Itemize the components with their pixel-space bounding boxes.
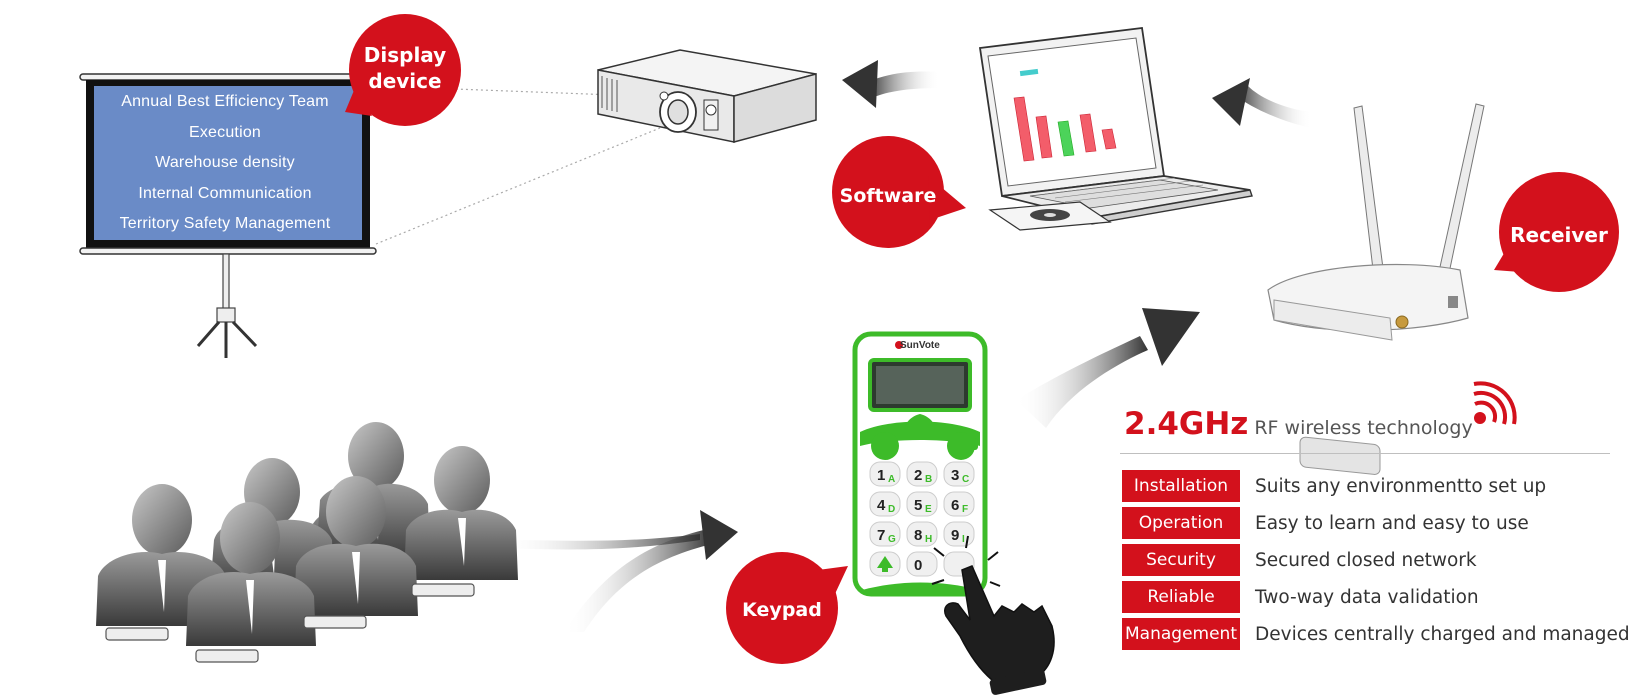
svg-text:B: B	[925, 474, 932, 485]
receiver-label: Receiver	[1500, 222, 1618, 248]
feature-description: Easy to learn and easy to use	[1255, 513, 1529, 534]
screen-topic: Annual Best Efficiency Team	[121, 92, 329, 112]
wifi-signal-icon	[1474, 383, 1515, 424]
divider	[1120, 453, 1610, 454]
screen-topic: Warehouse density	[155, 153, 295, 173]
arrow-icon	[500, 510, 738, 632]
arrow-icon	[842, 60, 940, 108]
feature-label: Installation	[1122, 470, 1240, 502]
feature-description: Secured closed network	[1255, 550, 1477, 571]
svg-text:3: 3	[951, 467, 959, 484]
display-device-label-line2: device	[352, 68, 458, 94]
svg-text:1: 1	[877, 467, 885, 484]
svg-text:D: D	[888, 504, 895, 515]
display-device-label: Display device	[352, 42, 458, 94]
svg-text:I: I	[962, 534, 965, 545]
feature-description: Suits any environmentto set up	[1255, 476, 1546, 497]
screen-topic: Execution	[189, 123, 261, 143]
svg-text:2: 2	[914, 467, 922, 484]
rf-frequency: 2.4GHz	[1124, 406, 1248, 442]
software-label: Software	[832, 183, 944, 209]
feature-row: Management Devices centrally charged and…	[1122, 618, 1642, 650]
feature-row: Installation Suits any environmentto set…	[1122, 470, 1642, 502]
feature-row: Operation Easy to learn and easy to use	[1122, 507, 1642, 539]
feature-description: Two-way data validation	[1255, 587, 1479, 608]
feature-label: Security	[1122, 544, 1240, 576]
feature-description: Devices centrally charged and managed	[1255, 624, 1630, 645]
svg-text:9: 9	[951, 527, 959, 544]
rf-description: RF wireless technology	[1254, 417, 1472, 439]
laptop-icon	[980, 0, 1252, 230]
svg-text:A: A	[888, 474, 895, 485]
audience-icon	[96, 422, 518, 662]
keypad-label: Keypad	[728, 597, 836, 623]
svg-text:G: G	[888, 534, 896, 545]
svg-text:4: 4	[877, 497, 886, 514]
arrow-icon	[1212, 78, 1312, 128]
svg-text:8: 8	[914, 527, 922, 544]
svg-text:5: 5	[914, 497, 922, 514]
svg-text:E: E	[925, 504, 932, 515]
screen-topic: Territory Safety Management	[120, 214, 331, 234]
feature-label: Operation	[1122, 507, 1240, 539]
screen-topic-list: Annual Best Efficiency Team Execution Wa…	[92, 88, 358, 238]
svg-text:7: 7	[877, 527, 885, 544]
projector-icon	[598, 50, 816, 142]
svg-text:0: 0	[914, 557, 922, 574]
feature-row: Reliable Two-way data validation	[1122, 581, 1642, 613]
rf-heading: 2.4GHz RF wireless technology	[1124, 406, 1473, 442]
keypad-brand: SunVote	[900, 340, 940, 351]
svg-text:6: 6	[951, 497, 959, 514]
display-device-label-line1: Display	[352, 42, 458, 68]
svg-text:C: C	[962, 474, 969, 485]
screen-topic: Internal Communication	[138, 184, 311, 204]
keypad-icon: 1 2 3 4 5 6 7 8 9 0 A B C D E F G H I	[855, 334, 985, 594]
feature-label: Management	[1122, 618, 1240, 650]
svg-text:H: H	[925, 534, 932, 545]
svg-text:F: F	[962, 504, 968, 515]
feature-label: Reliable	[1122, 581, 1240, 613]
feature-row: Security Secured closed network	[1122, 544, 1642, 576]
